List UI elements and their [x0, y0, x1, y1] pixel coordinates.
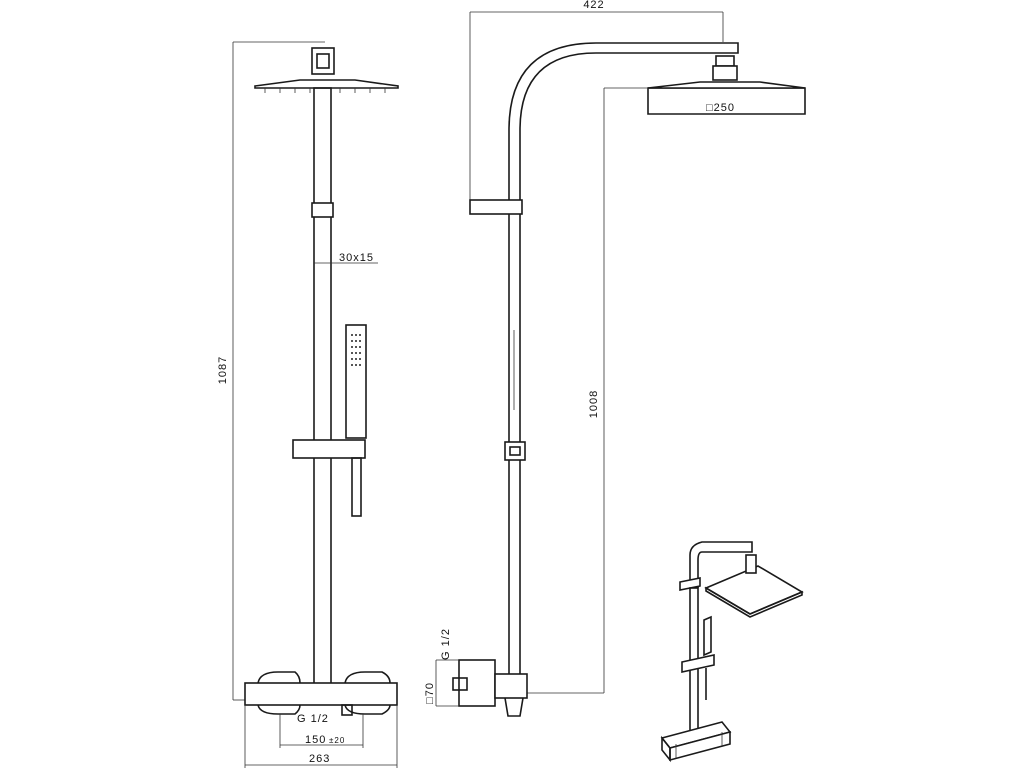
- hose-connector: [351, 457, 362, 517]
- iso-mixer-side: [661, 735, 671, 763]
- mixer-left-knob-bottom: [257, 704, 301, 715]
- mixer-right-knob-bottom: [344, 704, 391, 715]
- shower-head-plate: [254, 79, 399, 89]
- side-view: 422 □250 1008 □70 G 1/2: [424, 0, 806, 717]
- curved-riser-arm: [508, 42, 739, 692]
- iso-arm-joint: [745, 554, 757, 574]
- iso-slider: [681, 654, 715, 673]
- top-connector: [311, 47, 335, 75]
- side-inlet-connector: [494, 673, 528, 699]
- head-size-label: □250: [706, 102, 735, 114]
- top-connector-inner: [316, 53, 330, 69]
- thermostatic-mixer-body: [244, 682, 398, 706]
- bar-clamp: [311, 202, 334, 218]
- section-label: 30x15: [339, 252, 374, 264]
- side-slider: [504, 441, 526, 461]
- base-width-label: 263: [309, 753, 330, 765]
- mixer-left-knob-top: [257, 671, 301, 684]
- side-hook: [469, 199, 523, 215]
- mixer-outlet: [341, 704, 353, 716]
- head-height-label: 1008: [588, 390, 600, 418]
- iso-shower-head-edge: [705, 586, 803, 618]
- hand-shower-holder: [292, 439, 366, 459]
- front-view: 1087 30x15: [217, 41, 399, 768]
- side-inlet-body: [458, 659, 496, 707]
- hand-shower-nozzles: [351, 334, 361, 366]
- side-thread-label: G 1/2: [440, 628, 452, 660]
- shower-riser-bar: [313, 87, 332, 689]
- center-distance-label: 150: [305, 734, 326, 746]
- iso-arm: [689, 541, 753, 588]
- side-slider-inner: [509, 446, 521, 456]
- hand-shower: [345, 324, 367, 439]
- arm-joint-bottom: [712, 65, 738, 81]
- height-label: 1087: [217, 356, 229, 384]
- center-tolerance-label: ±20: [329, 736, 345, 745]
- side-inlet-nut: [452, 677, 468, 691]
- isometric-view: [660, 541, 804, 763]
- side-inlet-elbow: [504, 697, 524, 717]
- reach-label: 422: [583, 0, 604, 11]
- front-thread-label: G 1/2: [297, 713, 329, 725]
- arm-joint-top: [715, 55, 735, 67]
- mixer-right-knob-top: [344, 671, 391, 684]
- inlet-square-label: □70: [424, 682, 436, 704]
- iso-hand-shower: [703, 615, 712, 657]
- shower-head-nozzles: [264, 88, 386, 93]
- side-shower-head-top: [647, 81, 806, 89]
- iso-hook: [679, 577, 701, 591]
